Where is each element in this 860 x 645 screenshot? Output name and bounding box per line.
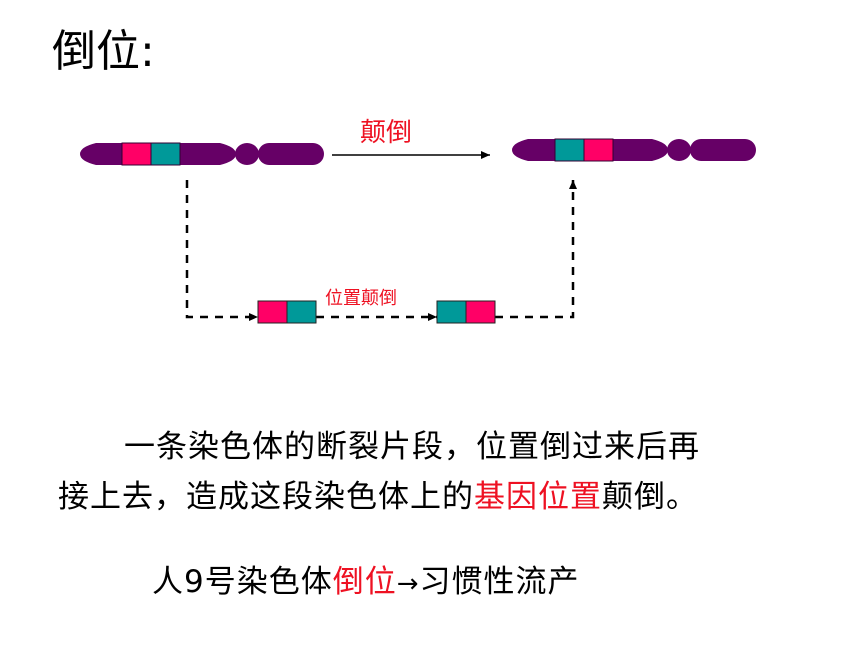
fragment-before (257, 300, 317, 324)
example-line: 人9号染色体倒位→习惯性流产 (152, 560, 580, 606)
example-suffix: 习惯性流产 (419, 564, 580, 600)
inverted-segment-teal (554, 138, 585, 162)
fragment-after-pink (465, 300, 496, 324)
example-prefix: 人9号染色体 (152, 564, 333, 600)
top-label: 颠倒 (360, 118, 412, 148)
original-centromere (235, 143, 259, 165)
definition-line-2-prefix: 接上去，造成这段染色体上的 (58, 479, 474, 515)
fragment-before-teal (286, 300, 317, 324)
fragment-before-pink (257, 300, 288, 324)
original-short-arm (258, 143, 324, 165)
inverted-chromosome (512, 138, 756, 162)
definition-highlight: 基因位置 (474, 479, 602, 515)
fragment-after (436, 300, 496, 324)
original-chromosome (80, 142, 324, 166)
dashed-path-down (185, 180, 258, 321)
inverted-centromere (667, 139, 691, 161)
fragment-after-teal (436, 300, 467, 324)
definition-line-2: 接上去，造成这段染色体上的基因位置颠倒。 (58, 472, 828, 522)
mid-label: 位置颠倒 (325, 288, 397, 309)
original-segment-teal (150, 142, 181, 166)
definition-paragraph: 一条染色体的断裂片段，位置倒过来后再 接上去，造成这段染色体上的基因位置颠倒。 (58, 422, 828, 522)
inverted-short-arm (690, 139, 756, 161)
right-arrow-icon: → (396, 569, 420, 599)
inversion-diagram: 颠倒 位置颠倒 (80, 118, 756, 324)
dashed-path-up (495, 180, 577, 319)
example-highlight: 倒位 (332, 564, 397, 600)
original-segment-pink (121, 142, 152, 166)
inverted-segment-pink (583, 138, 614, 162)
definition-line-2-suffix: 颠倒。 (602, 479, 698, 515)
definition-line-1: 一条染色体的断裂片段，位置倒过来后再 (124, 429, 700, 465)
slide-title: 倒位: (52, 26, 155, 77)
